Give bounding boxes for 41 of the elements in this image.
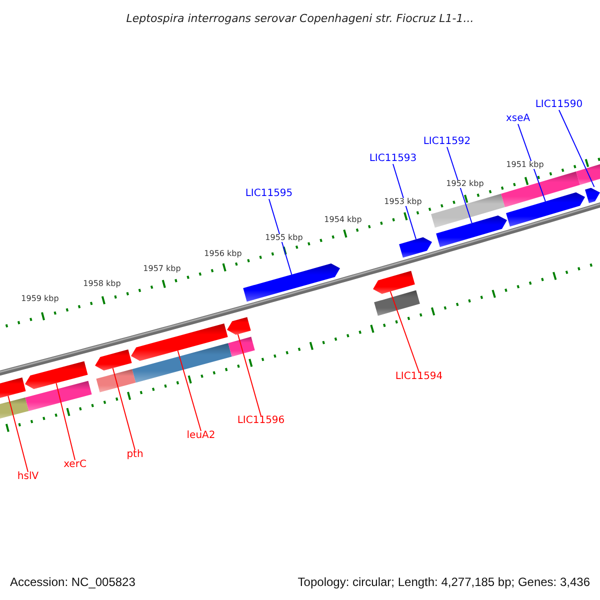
gene-label: LIC11595 [245,189,293,199]
scale-label: 1954 kbp [323,216,363,224]
scale-label: 1956 kbp [203,250,243,258]
scale-label: 1955 kbp [264,234,304,242]
leader-line [237,334,262,416]
gene-label: LIC11596 [237,416,285,426]
gene-feature [227,317,251,335]
footer-text: Accession: NC_005823 [10,576,136,588]
leader-line [268,198,292,276]
scale-label: 1957 kbp [142,265,182,273]
gene-label: xseA [506,114,530,124]
gene-label: LIC11590 [535,100,583,110]
gene-label: hslV [17,472,39,482]
gene-feature [373,270,415,294]
leader-line [56,382,76,460]
gene-label: LIC11594 [395,372,443,382]
leader-line [446,146,472,224]
scale-label: 1951 kbp [505,161,545,169]
leader-line [390,290,420,372]
scale-label: 1958 kbp [82,280,122,288]
gene-label: leuA2 [186,431,216,441]
title: Leptospira interrogans serovar Copenhageni str. Fiocruz L1-1... [125,13,475,24]
leader-line [558,110,595,188]
gene-label: xerC [64,460,86,470]
gene-feature [243,264,340,302]
gene-label: LIC11592 [423,137,471,147]
scale-label: 1952 kbp [445,180,485,188]
footer-text: Topology: circular; Length: 4,277,185 bp; Genes: 3,436 [298,576,590,588]
leader-line [8,395,28,472]
gene-label: LIC11593 [369,154,417,164]
scale-label: 1953 kbp [383,198,423,206]
gene-feature [0,378,26,399]
leader-line [518,124,546,202]
leader-line [112,368,136,450]
gene-feature [95,350,132,370]
leader-line [392,164,417,240]
gene-feature [585,188,600,204]
gene-label: pth [126,450,144,460]
gene-feature [399,237,432,258]
leader-line [177,350,202,432]
scale-label: 1959 kbp [20,295,60,303]
